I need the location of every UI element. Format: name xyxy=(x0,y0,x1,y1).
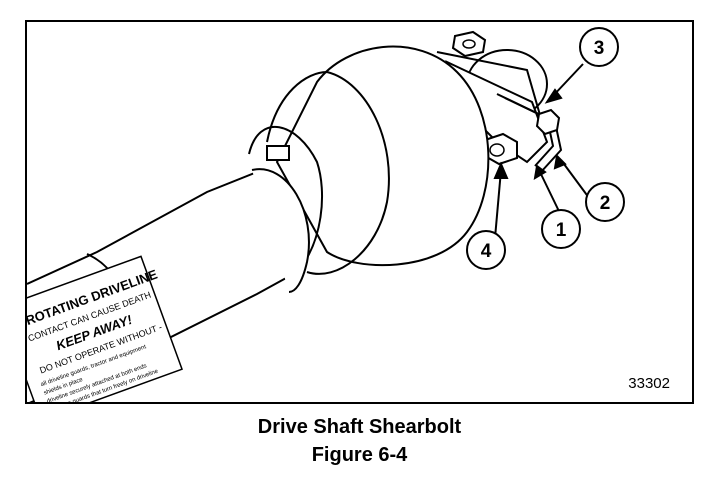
shearbolt-flange xyxy=(445,60,563,173)
lock-nut xyxy=(484,132,518,166)
callout-1: 1 xyxy=(541,209,581,249)
callout-1-label: 1 xyxy=(556,220,567,241)
shear-bolt-head xyxy=(535,108,561,136)
callout-2: 2 xyxy=(585,182,625,222)
warning-decal: ROTATING DRIVELINE CONTACT CAN CAUSE DEA… xyxy=(27,255,183,402)
figure-number: 33302 xyxy=(628,375,670,392)
callout-3-label: 3 xyxy=(594,38,605,59)
drive-shaft-illustration: ROTATING DRIVELINE CONTACT CAN CAUSE DEA… xyxy=(27,27,625,402)
clutch-housing xyxy=(248,45,490,275)
callout-2-label: 2 xyxy=(600,193,611,214)
guard-tab xyxy=(266,145,290,161)
callout-4: 4 xyxy=(466,230,506,270)
figure-frame: ROTATING DRIVELINE CONTACT CAN CAUSE DEA… xyxy=(25,20,694,404)
callout-4-label: 4 xyxy=(481,241,492,262)
figure-title: Drive Shaft Shearbolt xyxy=(257,416,462,438)
callout-3: 3 xyxy=(579,27,619,67)
figure-label: Figure 6-4 xyxy=(311,444,408,466)
top-bolt xyxy=(451,30,487,58)
